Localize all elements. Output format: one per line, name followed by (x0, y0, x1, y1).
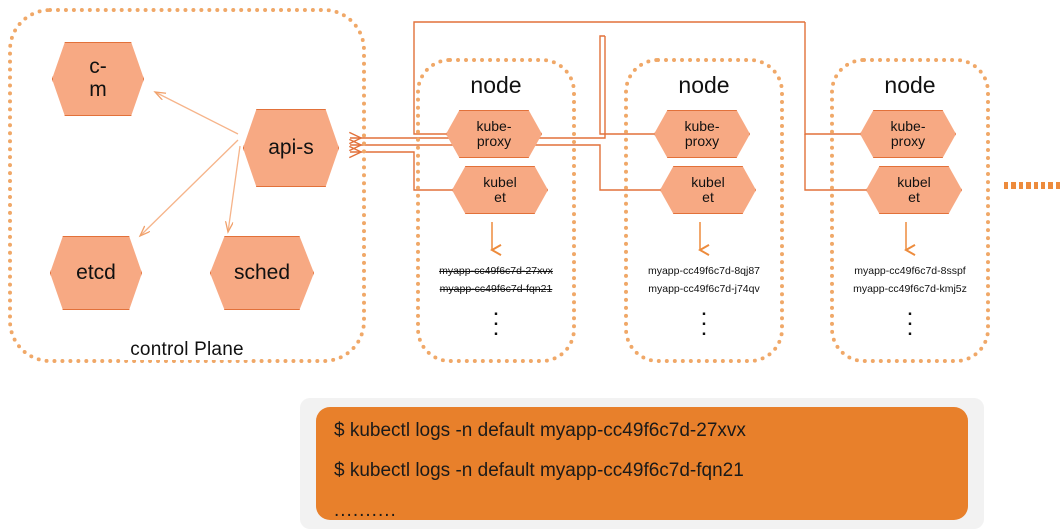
kube-proxy-1[interactable]: kube- proxy (446, 110, 542, 158)
component-label-cm: c- m (89, 55, 107, 101)
pod-list-3: myapp-cc49f6c7d-8sspf myapp-cc49f6c7d-km… (830, 262, 990, 340)
kube-proxy-label-2: kube- proxy (684, 117, 720, 149)
kube-proxy-label-1: kube- proxy (476, 117, 512, 149)
kubelet-2[interactable]: kubel et (660, 166, 756, 214)
node-boundary-3 (830, 58, 990, 363)
kubelet-1[interactable]: kubel et (452, 166, 548, 214)
terminal-command-1: $ kubectl logs -n default myapp-cc49f6c7… (334, 420, 746, 441)
pod-item: myapp-cc49f6c7d-8sspf (854, 265, 966, 277)
terminal-command-2: $ kubectl logs -n default myapp-cc49f6c7… (334, 460, 744, 481)
kube-proxy-3[interactable]: kube- proxy (860, 110, 956, 158)
kube-proxy-2[interactable]: kube- proxy (654, 110, 750, 158)
more-nodes-ellipsis (1004, 180, 1060, 190)
pod-item: myapp-cc49f6c7d-kmj5z (853, 283, 967, 296)
node-title-3: node (884, 72, 936, 98)
control-plane-label: control Plane (8, 339, 366, 361)
pod-item: myapp-cc49f6c7d-8qj87 (647, 265, 761, 277)
pod-item: myapp-cc49f6c7d-fqn21 (439, 283, 553, 296)
kubelet-3[interactable]: kubel et (866, 166, 962, 214)
component-label-sched: sched (233, 260, 291, 284)
kubelet-label-2: kubel et (691, 173, 725, 205)
pod-item: myapp-cc49f6c7d-27xvx (439, 265, 553, 277)
kube-proxy-label-3: kube- proxy (890, 117, 926, 149)
component-label-apis: api-s (268, 135, 314, 159)
kubelet-label-3: kubel et (897, 173, 931, 205)
component-label-etcd: etcd (76, 260, 116, 284)
terminal-continuation: .......... (334, 500, 397, 521)
pod-list-1: myapp-cc49f6c7d-27xvx myapp-cc49f6c7d-fq… (416, 262, 576, 340)
terminal-panel[interactable]: $ kubectl logs -n default myapp-cc49f6c7… (316, 407, 968, 520)
node-boundary-1 (416, 58, 576, 363)
component-api-server[interactable]: api-s (243, 109, 339, 187)
node-title-2: node (678, 72, 730, 98)
pod-item: myapp-cc49f6c7d-j74qv (648, 283, 760, 296)
pod-list-2: myapp-cc49f6c7d-8qj87 myapp-cc49f6c7d-j7… (624, 262, 784, 340)
node-title-1: node (470, 72, 522, 98)
component-controller-manager[interactable]: c- m (52, 42, 144, 116)
pod-list-ellipsis-2: ... (701, 299, 707, 340)
component-scheduler[interactable]: sched (210, 236, 314, 310)
component-etcd[interactable]: etcd (50, 236, 142, 310)
kubelet-label-1: kubel et (483, 173, 517, 205)
control-plane-boundary (8, 8, 366, 363)
node-boundary-2 (624, 58, 784, 363)
pod-list-ellipsis-3: ... (907, 299, 913, 340)
pod-list-ellipsis-1: ... (493, 299, 499, 340)
